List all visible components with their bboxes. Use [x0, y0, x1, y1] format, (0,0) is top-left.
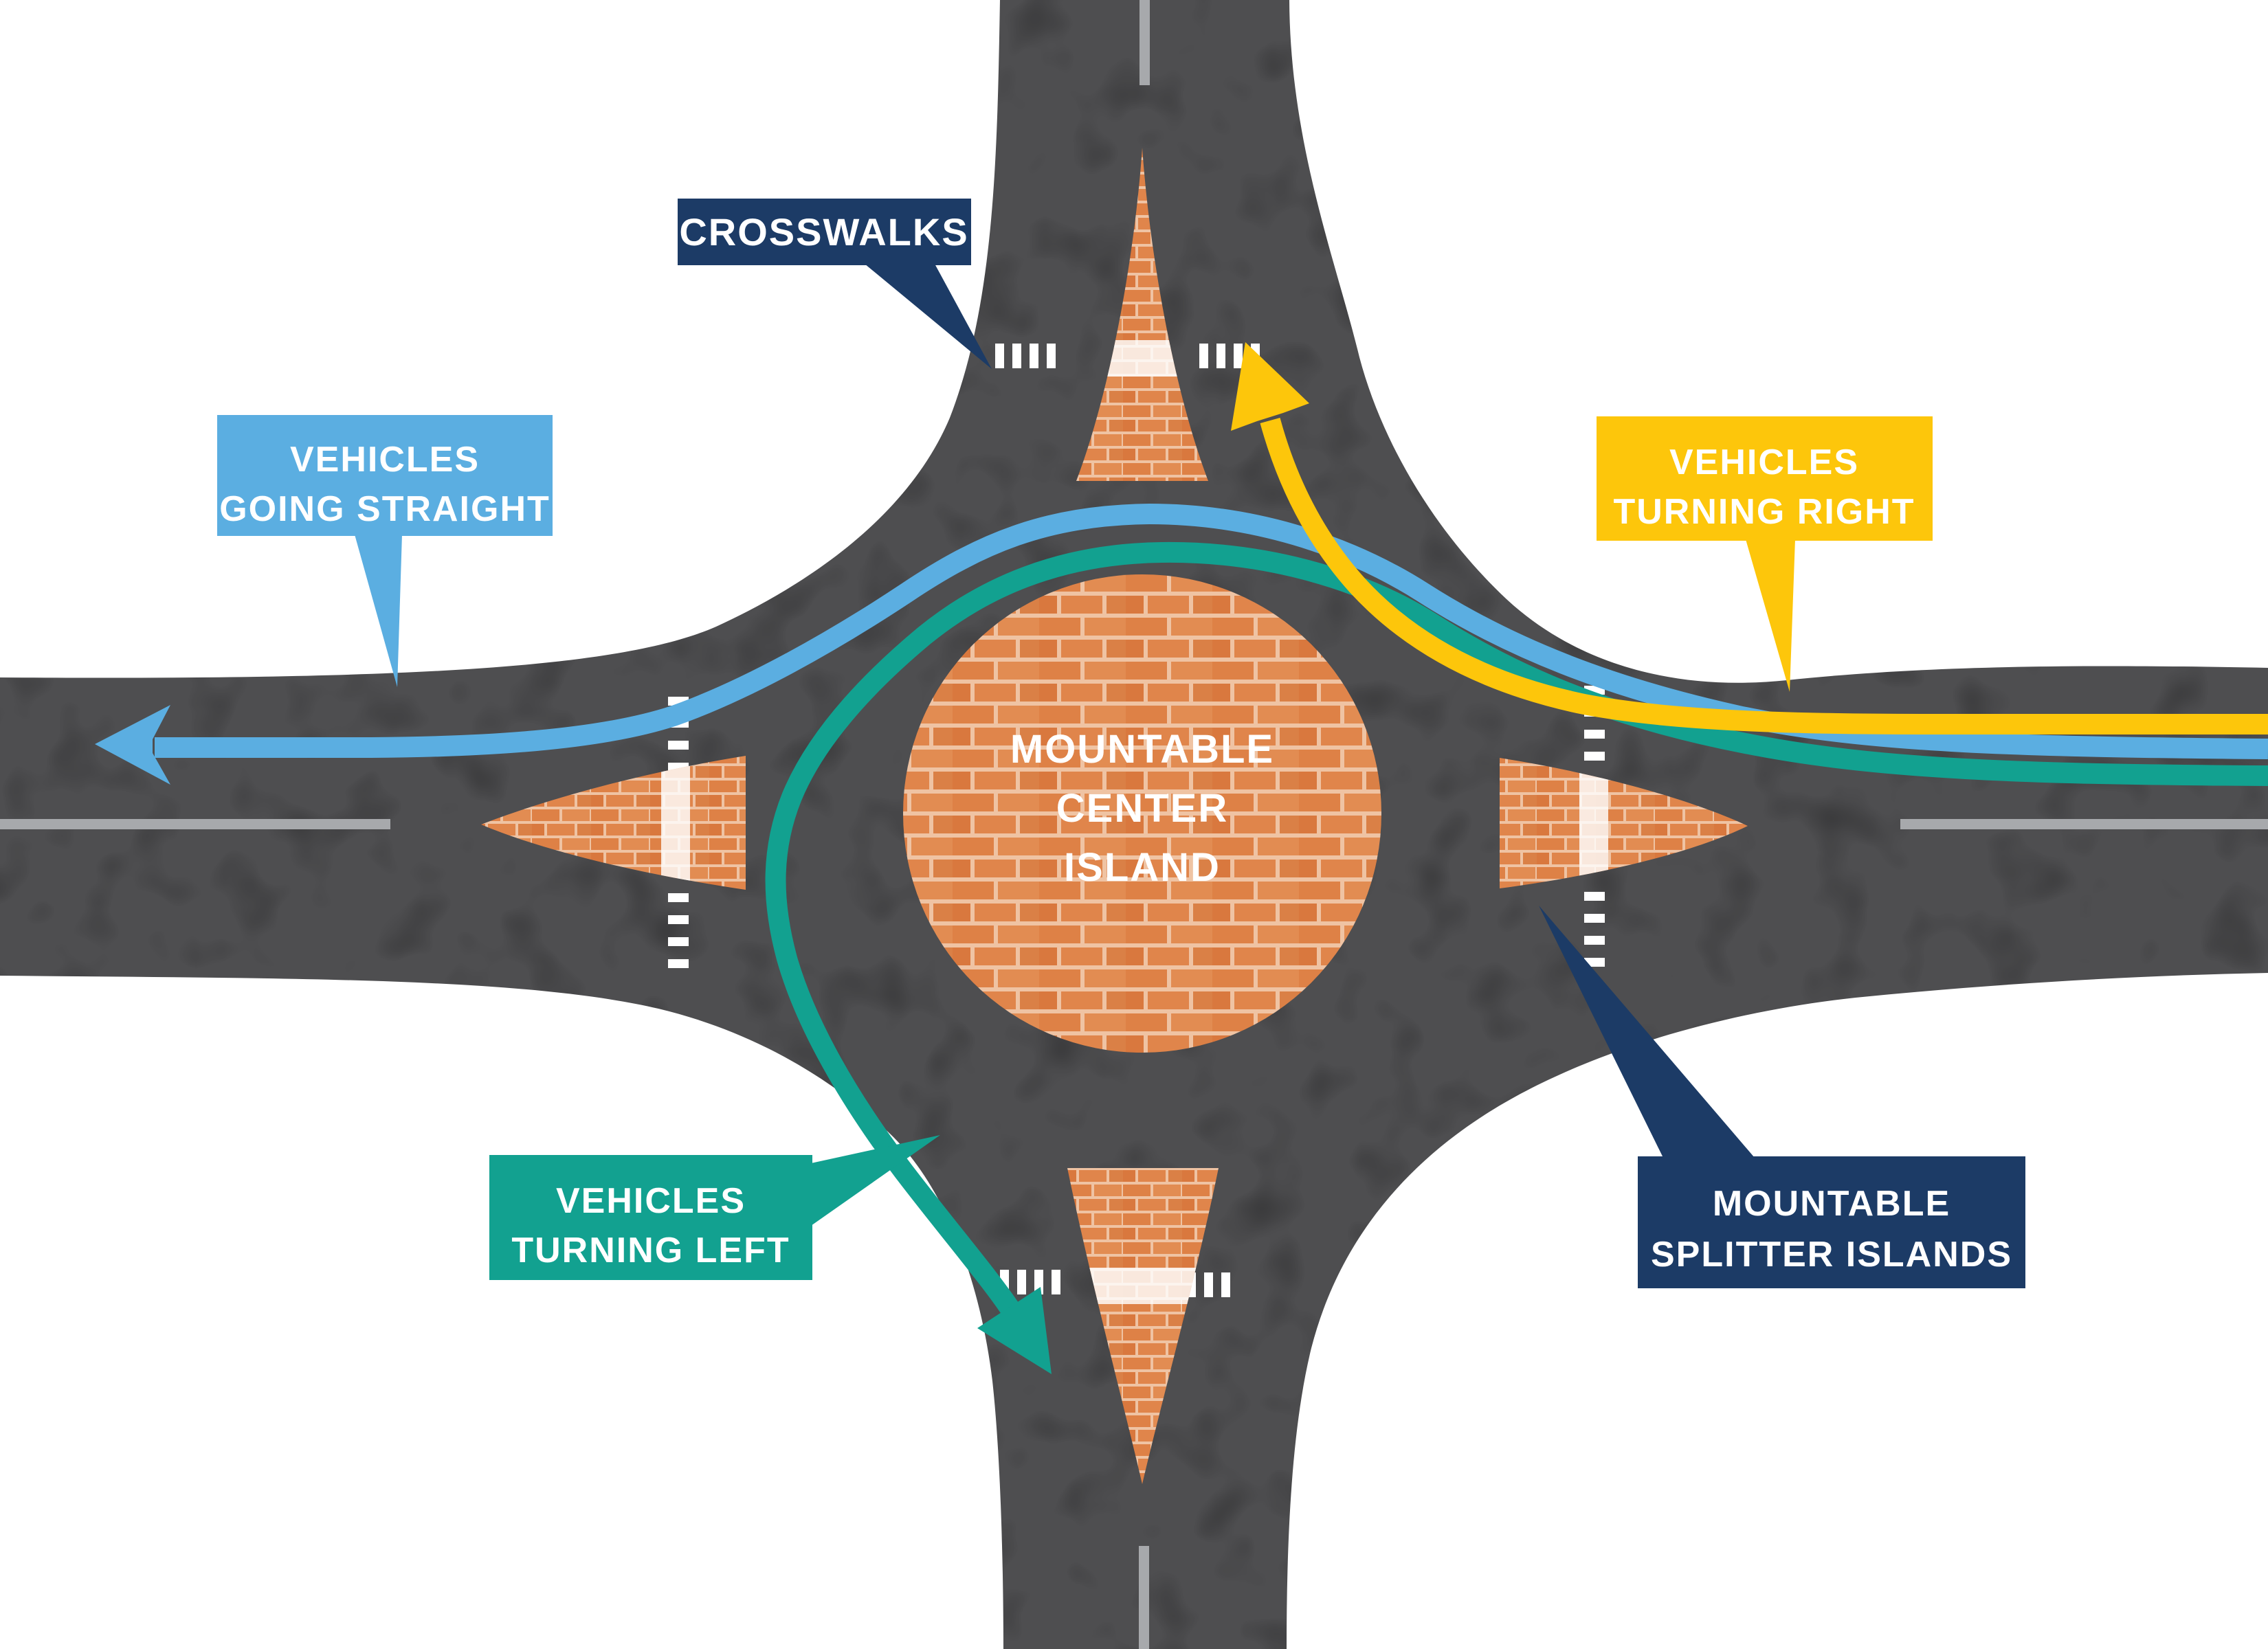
- label-turning-right: VEHICLES TURNING RIGHT: [1597, 416, 1933, 692]
- going-straight-arrowhead: [95, 705, 170, 785]
- label-turning-left-line2: TURNING LEFT: [511, 1231, 790, 1270]
- lane-divider-bottom: [1139, 1546, 1149, 1649]
- crosswalk-dash: [1204, 1272, 1213, 1297]
- label-going-straight-line1: VEHICLES: [290, 440, 480, 480]
- crosswalk-dash: [1584, 730, 1605, 739]
- crosswalk-dash: [1012, 344, 1021, 368]
- label-turning-right-line2: TURNING RIGHT: [1613, 492, 1915, 532]
- label-crosswalks-box: [678, 199, 971, 265]
- turning-right-arrowhead: [1231, 342, 1309, 431]
- label-splitter-islands-box: [1638, 1156, 2025, 1288]
- center-island: MOUNTABLE CENTER ISLAND: [903, 574, 1381, 1053]
- turning-left-arrowhead: [977, 1287, 1052, 1374]
- label-splitter-islands: MOUNTABLE SPLITTER ISLANDS: [1539, 906, 2025, 1288]
- splitter-island-left: [481, 756, 746, 890]
- label-turning-right-pointer: [1746, 539, 1795, 692]
- crosswalk-dash: [1584, 752, 1605, 761]
- turning-right-arrow-line: [1260, 418, 2268, 734]
- crosswalk-dash: [995, 344, 1004, 368]
- crosswalk-dash: [1047, 344, 1056, 368]
- center-island-circle: [903, 574, 1381, 1053]
- turning-left-arrow-line: [765, 541, 2268, 1317]
- label-going-straight: VEHICLES GOING STRAIGHT: [217, 415, 553, 687]
- lane-divider-left: [0, 819, 390, 829]
- label-going-straight-box: [217, 415, 553, 536]
- label-splitter-islands-line1: MOUNTABLE: [1713, 1184, 1950, 1224]
- label-turning-left-box: [489, 1155, 812, 1280]
- label-turning-left-pointer: [811, 1135, 940, 1226]
- crosswalk-dash: [668, 915, 689, 924]
- crosswalk-dash: [1052, 1270, 1060, 1294]
- splitter-island-right: [1500, 758, 1748, 888]
- crosswalk-dash: [668, 937, 689, 946]
- label-splitter-islands-line2: SPLITTER ISLANDS: [1651, 1235, 2012, 1275]
- label-going-straight-line2: GOING STRAIGHT: [219, 489, 551, 529]
- lane-divider-right: [1900, 819, 2268, 829]
- crosswalk-dash: [1221, 1272, 1230, 1297]
- island-crosswalk-band: [661, 756, 690, 890]
- crosswalk-dash: [1584, 914, 1605, 923]
- lane-divider-top: [1139, 0, 1150, 85]
- label-crosswalks: CROSSWALKS: [678, 199, 992, 369]
- label-turning-right-box: [1597, 416, 1933, 541]
- crosswalk-dash: [1216, 344, 1225, 368]
- crosswalk-dash: [1017, 1270, 1026, 1294]
- label-turning-left: VEHICLES TURNING LEFT: [489, 1135, 940, 1280]
- center-island-label-line2: CENTER: [1056, 786, 1228, 831]
- crosswalk-dash: [668, 893, 689, 902]
- label-turning-left-line1: VEHICLES: [556, 1181, 746, 1221]
- label-going-straight-pointer: [355, 535, 402, 687]
- center-island-label-line3: ISLAND: [1064, 845, 1221, 890]
- crosswalk-dash: [1584, 936, 1605, 945]
- crosswalk-dash: [1584, 892, 1605, 901]
- label-crosswalks-pointer: [865, 264, 992, 369]
- crosswalk-dash: [1030, 344, 1038, 368]
- island-crosswalk-band: [1579, 758, 1608, 888]
- crosswalk-dash: [668, 959, 689, 968]
- label-turning-right-line1: VEHICLES: [1669, 442, 1859, 482]
- center-island-label-line1: MOUNTABLE: [1010, 727, 1274, 772]
- turning-right-arrow: [1231, 342, 2268, 734]
- turning-left-arrow: [765, 541, 2268, 1374]
- crosswalk-dash: [1199, 344, 1208, 368]
- label-splitter-islands-pointer: [1539, 906, 1755, 1158]
- crosswalk-dash: [1034, 1270, 1043, 1294]
- crosswalk-dash: [668, 741, 689, 750]
- label-crosswalks-text: CROSSWALKS: [679, 210, 968, 254]
- crosswalk-dash: [1584, 958, 1605, 967]
- crosswalk-dash: [1234, 344, 1243, 368]
